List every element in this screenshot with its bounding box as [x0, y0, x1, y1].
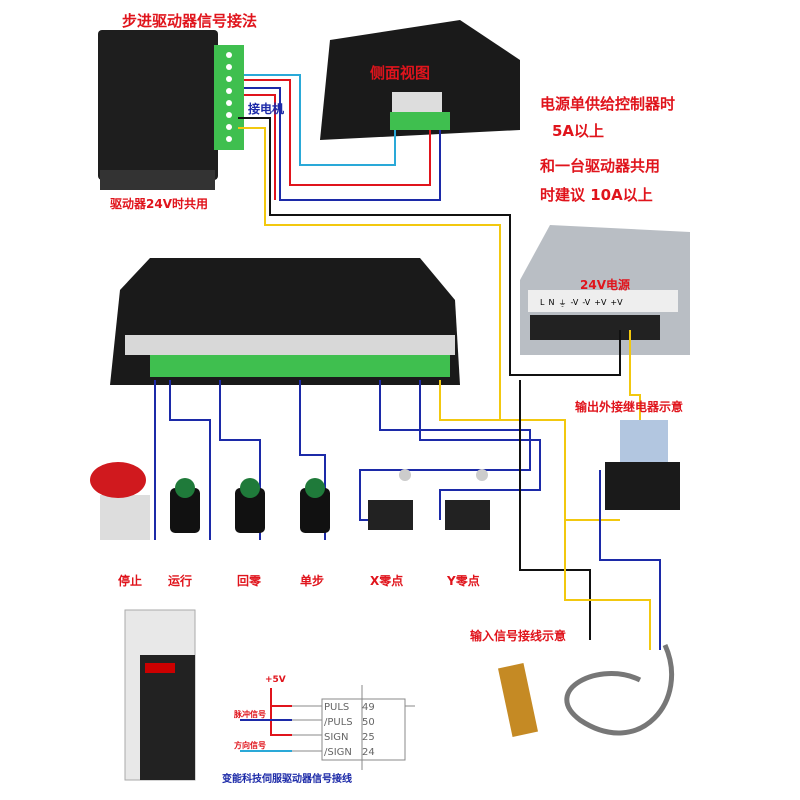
- pin-name: /PULS: [324, 717, 353, 728]
- servo-schematic: [240, 685, 415, 770]
- motor-label: 接电机: [248, 102, 285, 116]
- pin-name: /SIGN: [324, 747, 352, 758]
- pin-name: PULS: [324, 702, 350, 713]
- psu-terminal: -V: [582, 298, 591, 307]
- side-view-label: 侧面视图: [370, 64, 431, 82]
- label-home: 回零: [237, 574, 262, 588]
- stepper-driver: [98, 30, 244, 190]
- x-limit-switch: [368, 469, 413, 530]
- pin-name: SIGN: [324, 732, 349, 743]
- shared-note: 驱动器24V时共用: [110, 197, 208, 211]
- psu-terminal: L: [540, 298, 545, 307]
- y-limit-switch: [445, 469, 490, 530]
- label-y-zero: Y零点: [447, 574, 480, 588]
- controller-side-view: [320, 20, 520, 140]
- power-supply: [520, 225, 690, 355]
- run-button: [170, 478, 200, 533]
- proximity-sensor: [498, 663, 538, 737]
- main-controller: [110, 258, 460, 385]
- psu-terminal: +V: [610, 298, 623, 307]
- power-note-2: 5A以上: [552, 122, 605, 140]
- stepper-title: 步进驱动器信号接法: [122, 12, 258, 30]
- relay: [605, 420, 680, 510]
- psu-terminal: -V: [570, 298, 579, 307]
- power-note-4: 时建议 10A以上: [540, 186, 653, 204]
- direction-label: 方向信号: [234, 741, 266, 750]
- servo-caption: 变能科技伺服驱动器信号接线: [222, 774, 352, 785]
- power-note-3: 和一台驱动器共用: [540, 157, 661, 175]
- sensor-title: 输入信号接线示意: [470, 629, 567, 643]
- psu-terminal-labels: L N ⏚ -V -V +V +V: [540, 298, 623, 309]
- pin-number: 24: [362, 747, 375, 758]
- power-note-1: 电源单供给控制器时: [540, 95, 676, 113]
- home-button: [235, 478, 265, 533]
- psu-terminal: +V: [594, 298, 607, 307]
- label-run: 运行: [168, 574, 193, 588]
- pin-number: 49: [362, 702, 375, 713]
- label-x-zero: X零点: [370, 574, 404, 588]
- pin-number: 25: [362, 732, 375, 743]
- label-stop: 停止: [118, 574, 143, 588]
- label-step: 单步: [300, 574, 325, 588]
- psu-terminal: ⏚: [558, 299, 567, 308]
- servo-drive: [124, 609, 196, 781]
- psu-terminal: N: [548, 298, 555, 307]
- step-button: [300, 478, 330, 533]
- v5-label: +5V: [265, 675, 286, 685]
- pulse-label: 脉冲信号: [234, 710, 266, 719]
- psu-title: 24V电源: [580, 278, 630, 292]
- servo-pin-table: PULS 49 /PULS 50 SIGN 25 /SIGN 24: [324, 700, 375, 760]
- estop-button: [90, 462, 150, 540]
- pin-number: 50: [362, 717, 375, 728]
- relay-title: 输出外接继电器示意: [575, 400, 684, 414]
